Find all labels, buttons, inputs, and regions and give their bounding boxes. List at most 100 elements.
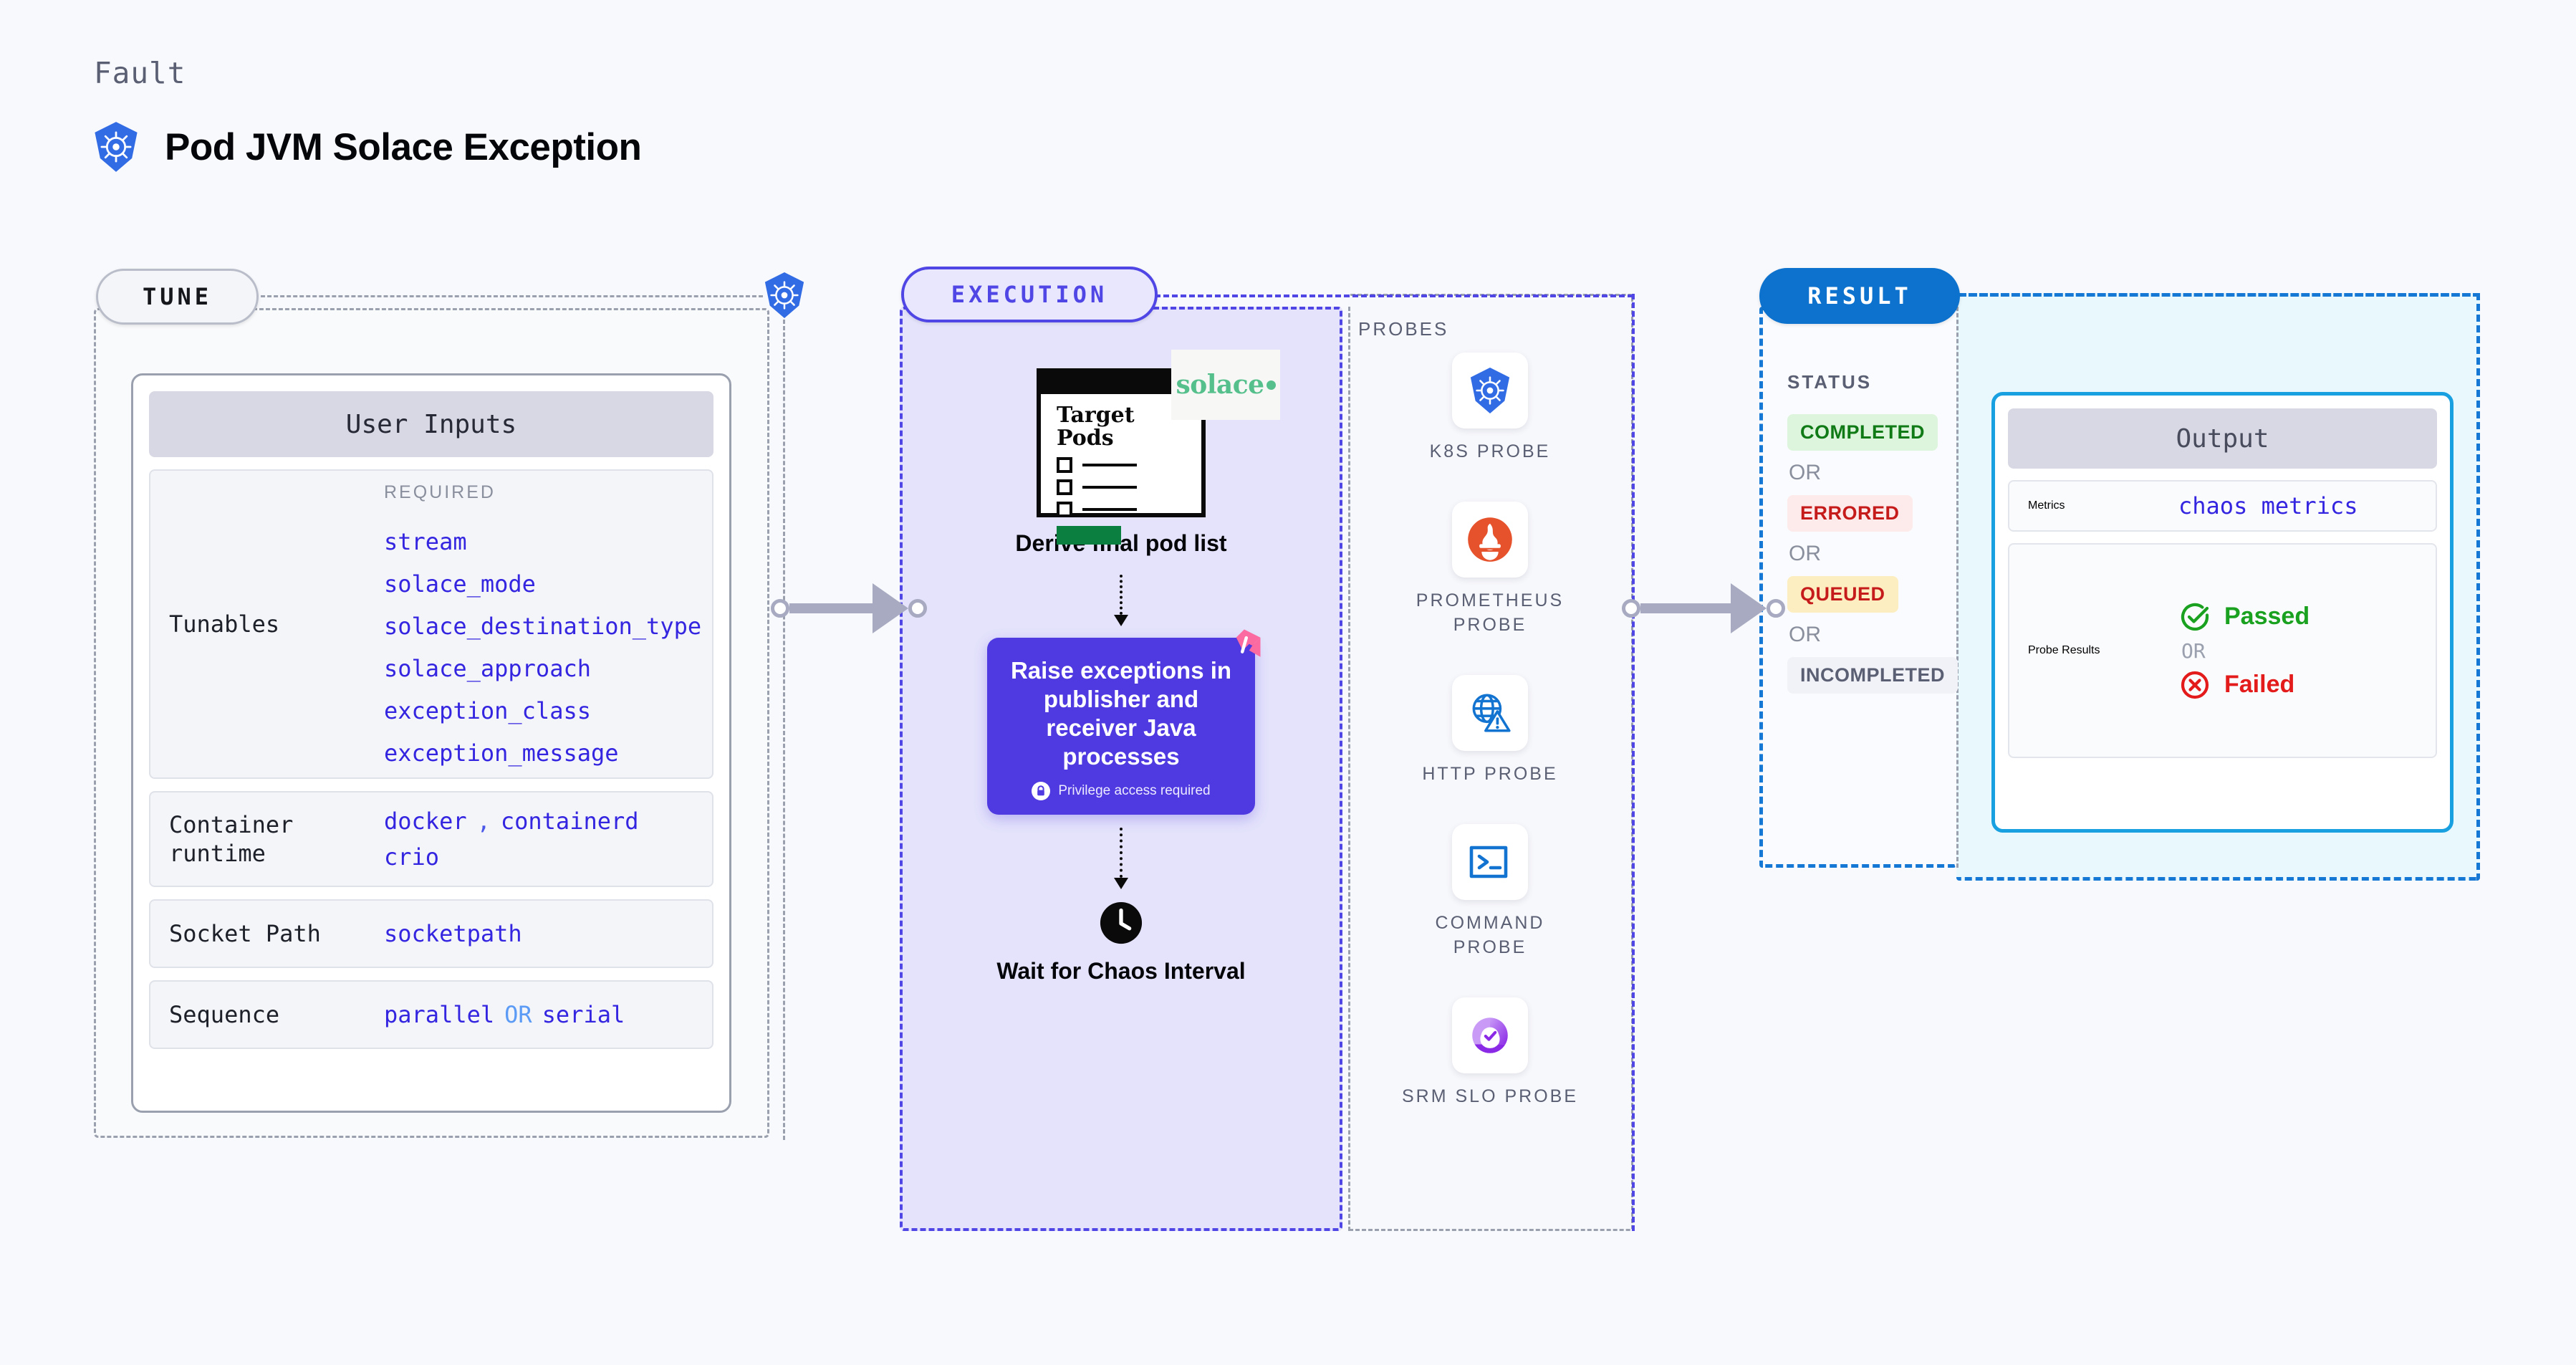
connector-node-start (771, 599, 789, 618)
tunables-values: REQUIRED stream solace_mode solace_desti… (384, 482, 701, 767)
probe-command[interactable]: COMMAND PROBE (1397, 824, 1583, 960)
tune-stage-pill[interactable]: TUNE (96, 269, 259, 325)
line-placeholder (1082, 507, 1137, 511)
socket-path-row: Socket Path socketpath (149, 899, 713, 968)
user-inputs-title: User Inputs (149, 391, 713, 457)
check-circle-icon (2181, 603, 2209, 631)
connector-arrowhead (1731, 583, 1767, 633)
checklist-item (1057, 479, 1137, 495)
connector-node-end (1767, 599, 1785, 618)
execution-to-result-connector (1622, 583, 1785, 633)
socket-path-label: Socket Path (169, 920, 321, 947)
lock-icon (1032, 781, 1051, 800)
probe-tile (1452, 502, 1528, 578)
srm-slo-donut-check-icon (1472, 1017, 1508, 1053)
tunable-solace-approach[interactable]: solace_approach (384, 654, 591, 682)
solace-logo: solace (1171, 350, 1280, 420)
checklist-item (1057, 501, 1137, 517)
probes-left-boundary (1348, 307, 1350, 1231)
execution-connector-line (1155, 294, 1633, 297)
result-stage-pill[interactable]: RESULT (1759, 268, 1960, 324)
clock-icon (1100, 901, 1143, 944)
status-badge-incompleted: INCOMPLETED (1787, 657, 1959, 694)
runtime-containerd[interactable]: containerd (500, 808, 639, 835)
target-pods-list-icon: Target Pods solace (1037, 350, 1280, 545)
checklist-item (1057, 456, 1137, 473)
passed-label: Passed (2224, 603, 2310, 630)
runtime-crio[interactable]: crio (384, 843, 440, 871)
arrow-line (1120, 827, 1123, 878)
socket-path-value[interactable]: socketpath (384, 920, 522, 947)
container-runtime-row: Container runtime docker , containerd cr… (149, 791, 713, 887)
fault-eyebrow-label: Fault (94, 56, 186, 90)
privilege-note: Privilege access required (1058, 782, 1211, 798)
flow-arrow-1 (1114, 574, 1128, 626)
line-placeholder (1082, 463, 1137, 466)
terminal-icon (1469, 846, 1508, 878)
checkbox-icon (1057, 501, 1072, 517)
probe-result-failed: Failed (2178, 669, 2310, 701)
raise-exceptions-action-card[interactable]: Raise exceptions in publisher and receiv… (987, 629, 1261, 815)
status-badge-completed: COMPLETED (1787, 414, 1938, 451)
status-list: COMPLETED OR ERRORED OR QUEUED OR INCOMP… (1787, 414, 1959, 694)
probe-http[interactable]: HTTP PROBE (1397, 675, 1583, 787)
connector-shaft (1640, 603, 1732, 613)
metrics-row: Metrics chaos metrics (2008, 480, 2437, 532)
tunable-exception-message[interactable]: exception_message (384, 739, 619, 767)
checkbox-icon (1057, 456, 1072, 473)
target-pods-title-line2: Pods (1057, 426, 1114, 451)
probes-caption: PROBES (1358, 318, 1449, 340)
container-runtime-label: Container runtime (169, 811, 294, 867)
chaos-center-icon (1236, 629, 1261, 657)
failed-label: Failed (2224, 671, 2295, 698)
sequence-label: Sequence (169, 1001, 280, 1028)
execution-stage-pill[interactable]: EXECUTION (901, 267, 1158, 322)
probe-results-values: Passed OR Failed (2178, 600, 2310, 701)
tunable-stream[interactable]: stream (384, 527, 467, 555)
output-title: Output (2008, 408, 2437, 469)
probe-label: PROMETHEUS PROBE (1416, 590, 1565, 635)
target-pods-title-line1: Target (1057, 403, 1135, 428)
sequence-parallel[interactable]: parallel (384, 1001, 495, 1028)
arrow-head (1114, 877, 1128, 889)
sequence-values: parallel OR serial (384, 1001, 693, 1028)
connector-node-end (908, 599, 927, 618)
tunables-row: Tunables REQUIRED stream solace_mode sol… (149, 469, 713, 779)
container-runtime-values: docker , containerd crio (384, 808, 693, 871)
output-card: Output Metrics chaos metrics Probe Resul… (1991, 392, 2454, 833)
kubernetes-icon (95, 122, 138, 172)
metrics-label: Metrics (2028, 499, 2065, 512)
probe-label: HTTP PROBE (1422, 764, 1558, 784)
http-globe-warning-icon (1472, 694, 1511, 732)
probe-results-row: Probe Results Passed OR Faile (2008, 543, 2437, 758)
probe-srm-slo[interactable]: SRM SLO PROBE (1397, 997, 1583, 1109)
probe-label: COMMAND PROBE (1435, 913, 1545, 957)
privilege-note-row: Privilege access required (1032, 781, 1211, 800)
tunables-label: Tunables (169, 610, 280, 638)
checkbox-icon (1057, 479, 1072, 495)
tunable-solace-mode[interactable]: solace_mode (384, 570, 536, 598)
x-circle-icon (2181, 671, 2209, 699)
probe-tile (1452, 824, 1528, 900)
action-title: Raise exceptions in publisher and receiv… (1010, 656, 1232, 770)
user-inputs-card: User Inputs Tunables REQUIRED stream sol… (131, 373, 731, 1113)
tune-connector-line (254, 295, 763, 297)
sequence-serial[interactable]: serial (542, 1001, 625, 1028)
probe-k8s[interactable]: K8S PROBE (1397, 353, 1583, 464)
probe-prometheus[interactable]: PROMETHEUS PROBE (1397, 502, 1583, 638)
connector-node-start (1622, 599, 1640, 618)
wait-chaos-interval-label: Wait for Chaos Interval (996, 957, 1246, 984)
probe-tile (1452, 997, 1528, 1073)
execution-flow-column: Target Pods solace Derive final pod list (924, 350, 1318, 986)
page-title-row: Pod JVM Solace Exception (92, 120, 642, 173)
tune-to-execution-connector (771, 583, 927, 633)
connector-arrowhead (873, 583, 908, 633)
solace-wordmark: solace (1176, 370, 1264, 400)
probe-tile (1452, 675, 1528, 751)
runtime-docker[interactable]: docker (384, 808, 467, 835)
metrics-value[interactable]: chaos metrics (2178, 492, 2358, 519)
probe-label: SRM SLO PROBE (1402, 1086, 1578, 1106)
tunable-exception-class[interactable]: exception_class (384, 696, 591, 724)
tunable-solace-destination-type[interactable]: solace_destination_type (384, 612, 702, 640)
